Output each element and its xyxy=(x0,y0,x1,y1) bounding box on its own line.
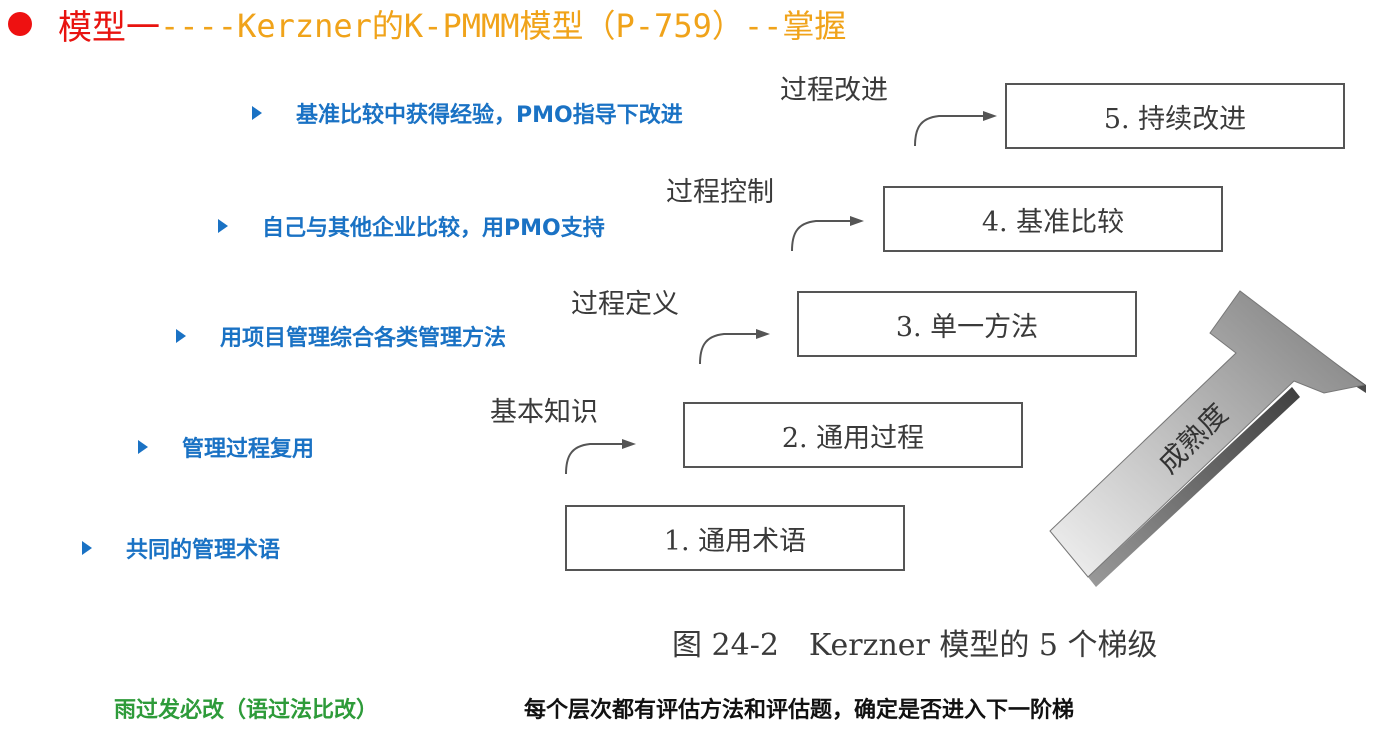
bullet-text: 自己与其他企业比较，用PMO支持 xyxy=(262,216,605,241)
bullet-text: 共同的管理术语 xyxy=(126,538,281,563)
figure-caption: 图 24-2 Kerzner 模型的 5 个梯级 xyxy=(672,628,1158,663)
bullet-item-level4: 自己与其他企业比较，用PMO支持 xyxy=(218,210,605,242)
bullet-item-level1: 共同的管理术语 xyxy=(82,532,280,564)
bullet-arrow-icon xyxy=(138,440,148,454)
stage-label-process-control: 过程控制 xyxy=(666,177,774,208)
title-model-detail: ----Kerzner的K-PMMM模型（P-759）--掌握 xyxy=(160,7,847,45)
bullet-item-level3: 用项目管理综合各类管理方法 xyxy=(176,320,506,352)
stage-label-basic-knowledge: 基本知识 xyxy=(490,397,598,428)
slide-title: 模型一 ----Kerzner的K-PMMM模型（P-759）--掌握 xyxy=(8,2,847,48)
connector-arrow-icon xyxy=(791,216,864,252)
bullet-arrow-icon xyxy=(218,219,228,233)
bullet-arrow-icon xyxy=(176,329,186,343)
step-box-4: 4. 基准比较 xyxy=(883,186,1223,252)
bullet-item-level5: 基准比较中获得经验，PMO指导下改进 xyxy=(252,97,683,129)
assessment-note: 每个层次都有评估方法和评估题，确定是否进入下一阶梯 xyxy=(524,698,1075,723)
title-model-name: 模型一 xyxy=(58,7,160,48)
connector-arrow-icon xyxy=(565,439,636,475)
bullet-text: 用项目管理综合各类管理方法 xyxy=(220,326,507,351)
step-box-label: 2. 通用过程 xyxy=(781,422,925,454)
bullet-arrow-icon xyxy=(82,541,92,555)
mnemonic-note: 雨过发必改（语过法比改） xyxy=(114,698,379,723)
step-box-5: 5. 持续改进 xyxy=(1005,83,1345,149)
connector-arrow-icon xyxy=(914,111,997,147)
bullet-text: 管理过程复用 xyxy=(182,437,315,462)
bullet-item-level2: 管理过程复用 xyxy=(138,431,314,463)
step-box-label: 1. 通用术语 xyxy=(663,525,807,557)
step-box-3: 3. 单一方法 xyxy=(797,291,1137,357)
bullet-arrow-icon xyxy=(252,106,262,120)
step-box-label: 4. 基准比较 xyxy=(981,206,1125,238)
stage-label-process-definition: 过程定义 xyxy=(571,289,679,320)
step-box-2: 2. 通用过程 xyxy=(683,402,1023,468)
step-box-label: 5. 持续改进 xyxy=(1103,103,1247,135)
bullet-dot-icon xyxy=(8,12,32,36)
step-box-1: 1. 通用术语 xyxy=(565,505,905,571)
stage-label-process-improvement: 过程改进 xyxy=(780,75,888,106)
step-box-label: 3. 单一方法 xyxy=(895,311,1039,343)
connector-arrow-icon xyxy=(699,329,770,365)
maturity-arrow-icon: 成熟度 xyxy=(1049,290,1366,587)
bullet-text: 基准比较中获得经验，PMO指导下改进 xyxy=(296,103,683,128)
